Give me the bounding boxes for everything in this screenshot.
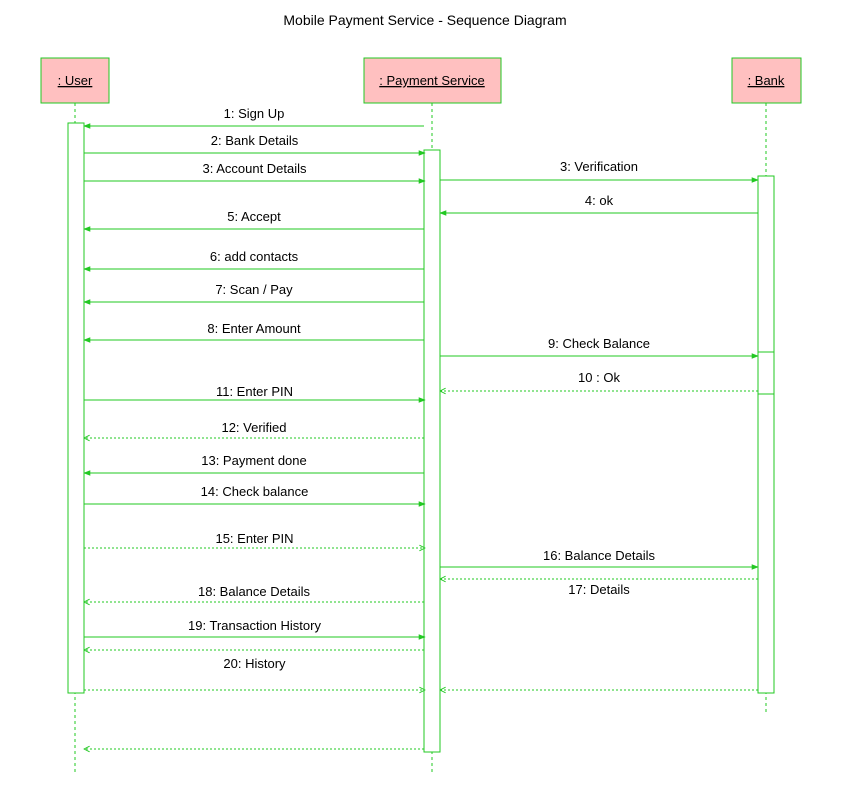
message-label-19: 18: Balance Details — [198, 584, 311, 599]
message-label-20: 19: Transaction History — [188, 618, 321, 633]
message-label-4: 3: Verification — [560, 159, 638, 174]
participants: : User : Payment Service : Bank — [40, 57, 802, 104]
message-label-1: 1: Sign Up — [224, 106, 285, 121]
activation-payment — [423, 149, 441, 753]
participant-label-user: : User — [58, 73, 93, 88]
message-label-18: 17: Details — [568, 582, 630, 597]
message-label-7: 6: add contacts — [210, 249, 299, 264]
activation-user — [67, 122, 85, 694]
activation-bank — [757, 175, 775, 694]
message-label-6: 5: Accept — [227, 209, 281, 224]
participant-box-user — [40, 57, 110, 104]
message-label-12: 11: Enter PIN — [216, 384, 293, 399]
message-label-11: 10 : Ok — [578, 370, 620, 385]
diagram-title: Mobile Payment Service - Sequence Diagra… — [283, 12, 566, 28]
messages: 1: Sign Up 2: Bank Details 3: Account Deta… — [83, 106, 759, 749]
message-label-22: 20: History — [223, 656, 286, 671]
message-label-3: 3: Account Details — [202, 161, 307, 176]
participant-box-bank — [731, 57, 802, 104]
participant-box-payment — [363, 57, 502, 104]
message-label-8: 7: Scan / Pay — [215, 282, 293, 297]
message-label-13: 12: Verified — [221, 420, 286, 435]
message-label-9: 8: Enter Amount — [207, 321, 301, 336]
participant-label-bank: : Bank — [748, 73, 785, 88]
participant-label-payment: : Payment Service — [379, 73, 485, 88]
message-label-16: 15: Enter PIN — [215, 531, 293, 546]
activation-bank-nested — [757, 351, 775, 395]
message-label-5: 4: ok — [585, 193, 614, 208]
message-label-17: 16: Balance Details — [543, 548, 656, 563]
message-label-14: 13: Payment done — [201, 453, 307, 468]
message-label-15: 14: Check balance — [201, 484, 309, 499]
activation-bars — [67, 122, 775, 753]
message-label-2: 2: Bank Details — [211, 133, 299, 148]
message-label-10: 9: Check Balance — [548, 336, 650, 351]
